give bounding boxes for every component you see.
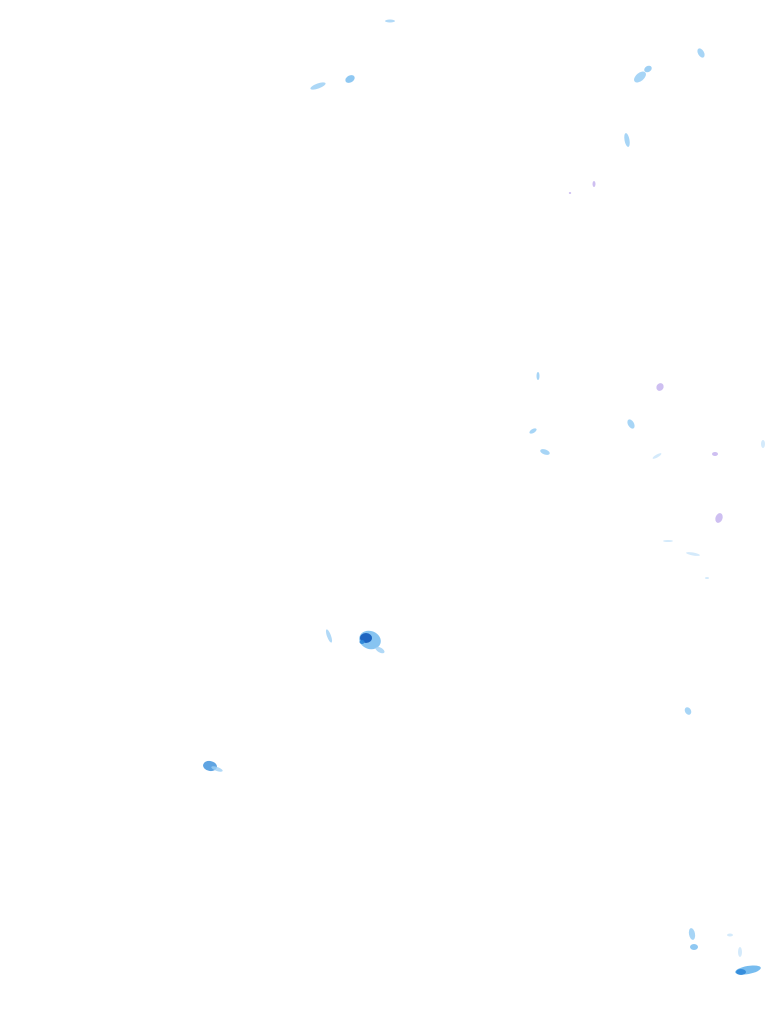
precipitation-echo [697, 48, 705, 58]
precipitation-echo [624, 133, 630, 147]
precipitation-echo [627, 419, 635, 429]
precipitation-echo [652, 453, 662, 459]
precipitation-echo [345, 75, 355, 83]
precipitation-echo [568, 192, 572, 194]
precipitation-echo [738, 947, 742, 957]
precipitation-echo [634, 71, 646, 83]
precipitation-echo [375, 646, 385, 654]
precipitation-echo [644, 65, 652, 73]
precipitation-echo [529, 428, 537, 434]
precipitation-echo [688, 928, 696, 940]
precipitation-echo [715, 513, 723, 523]
precipitation-echo [385, 19, 395, 23]
precipitation-echo [536, 372, 540, 380]
precipitation-echo [686, 552, 700, 556]
precipitation-echo [310, 82, 326, 90]
precipitation-echo [712, 452, 718, 456]
precipitation-echo [736, 969, 746, 975]
precipitation-echo [656, 383, 664, 391]
precipitation-echo [690, 944, 698, 950]
precipitation-echo [684, 707, 692, 715]
precipitation-echo [705, 577, 709, 579]
precipitation-echo [727, 933, 733, 937]
precipitation-echo [663, 540, 673, 542]
precipitation-echo [761, 440, 765, 448]
precipitation-echo [359, 640, 365, 644]
precipitation-echo [592, 181, 596, 187]
precipitation-echo [540, 449, 550, 455]
precipitation-echo [211, 766, 223, 772]
precipitation-echo [325, 629, 333, 643]
